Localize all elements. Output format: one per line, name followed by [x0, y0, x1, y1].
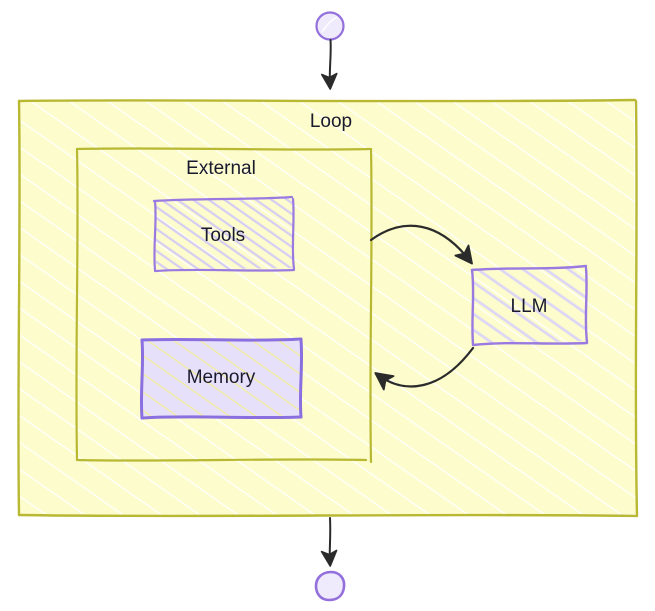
node-memory-border-top: [140, 337, 303, 342]
node-memory-border-right: [298, 338, 304, 419]
node-llm-border-bottom: [471, 341, 589, 347]
group-external-border-left: [75, 147, 79, 462]
edge-llm-to-external-path: [374, 346, 475, 391]
node-end[interactable]: [314, 570, 346, 602]
node-tools-border-bottom: [153, 268, 296, 273]
node-tools-fill[interactable]: [155, 198, 294, 270]
node-memory-border-bottom: [140, 415, 303, 420]
group-external: External: [75, 147, 373, 464]
group-loop-border-right: [634, 99, 639, 517]
group-loop-border-top: [17, 98, 637, 103]
node-tools[interactable]: Tools: [152, 195, 296, 273]
group-external-border-top: [75, 147, 372, 151]
node-llm-border-right: [584, 266, 589, 344]
node-memory-border-left: [139, 338, 145, 420]
group-loop-label: Loop: [310, 111, 352, 132]
node-llm-fill[interactable]: [473, 267, 587, 344]
edge-external-to-llm: [369, 224, 473, 265]
end-node-circle[interactable]: [314, 570, 346, 602]
node-tools-border-left: [153, 199, 157, 272]
node-memory-hatch: [143, 341, 300, 416]
node-llm-label: LLM: [511, 296, 548, 317]
node-tools-border-top: [152, 195, 294, 203]
node-tools-border-right: [291, 197, 296, 271]
start-node-sheen: [321, 16, 338, 33]
group-external-label: External: [186, 158, 256, 179]
node-tools-label: Tools: [201, 225, 245, 246]
group-external-border-right: [369, 147, 373, 464]
node-llm-border-top: [470, 264, 588, 272]
node-llm[interactable]: LLM: [470, 264, 589, 347]
group-loop-border-bottom: [17, 513, 639, 518]
edge-start-to-loop-path: [320, 39, 338, 90]
node-llm-border-left: [470, 268, 475, 346]
edge-loop-to-end-path: [320, 517, 338, 567]
start-node-circle[interactable]: [315, 11, 345, 41]
edge-llm-to-external: [374, 346, 475, 391]
node-memory-label: Memory: [187, 367, 256, 388]
group-external-border-bottom: [75, 458, 368, 462]
group-loop-border-left: [17, 99, 21, 517]
edge-start-to-loop: [320, 39, 338, 90]
edge-external-to-llm-path: [369, 224, 473, 265]
node-memory[interactable]: Memory: [139, 337, 304, 420]
node-start[interactable]: [315, 11, 345, 41]
edge-loop-to-end: [320, 517, 338, 567]
